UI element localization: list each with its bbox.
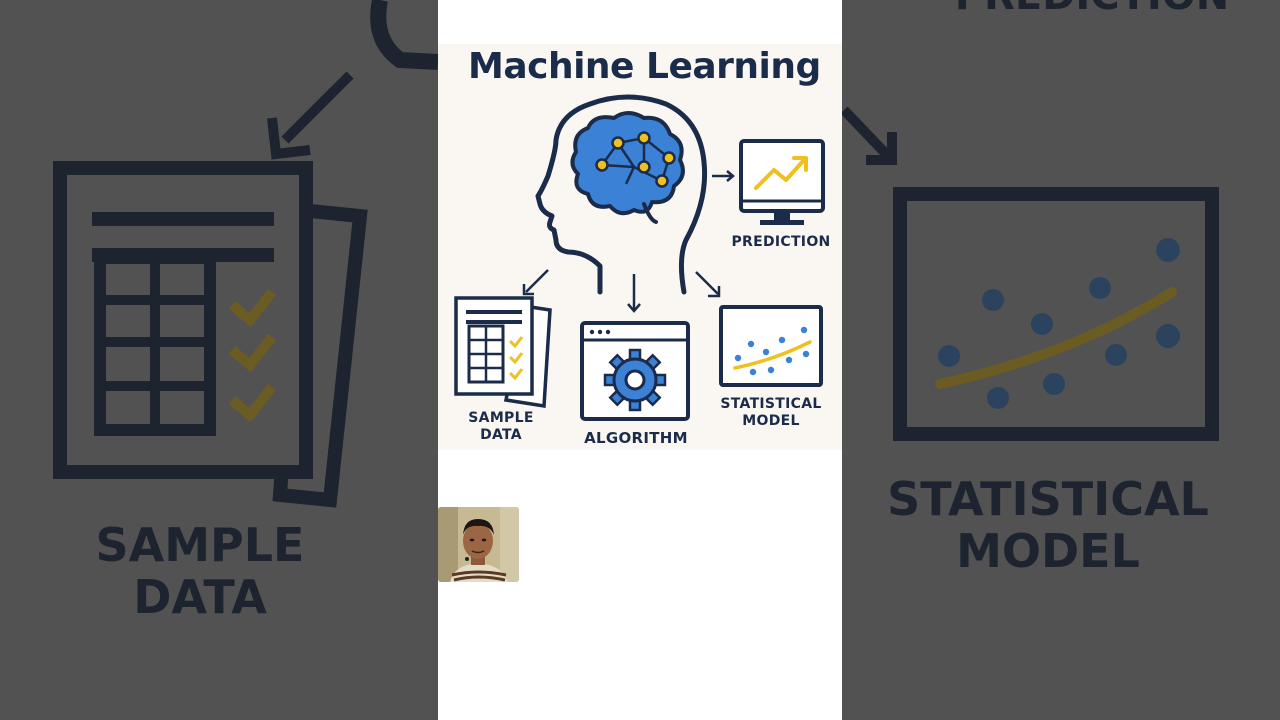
statistical-model-icon-large [842,106,1219,441]
background-right-label: STATISTICAL MODEL [887,472,1209,578]
video-stage[interactable]: Machine Learning [438,0,842,720]
statistical-model-label: STATISTICAL MODEL [720,396,822,429]
presenter-webcam-overlay [438,507,519,582]
background-top-partial-label: PREDICTION [932,0,1252,19]
algorithm-label: ALGORITHM [584,429,688,447]
prediction-label: PREDICTION [731,234,831,250]
prediction-monitor-icon [739,139,825,225]
sample-data-icon [454,296,552,409]
background-right-panel: PREDICTION STATISTICAL MODEL [842,0,1280,720]
background-left-panel: SAMPLE DATA [0,0,438,720]
arrow-to-statistical-model [695,271,719,295]
brain-head-icon [535,94,708,295]
arrow-to-sample-data [525,269,549,293]
ml-diagram [454,94,825,421]
presenter-avatar [438,507,519,582]
infographic-title: Machine Learning [468,46,821,87]
sample-data-label: SAMPLE DATA [468,410,534,443]
background-left-label: SAMPLE DATA [95,518,305,624]
sample-data-icon-large [53,0,438,508]
arrow-to-prediction-head [726,170,735,182]
ml-infographic: Machine Learning [438,44,842,450]
statistical-model-icon [719,305,823,387]
algorithm-gear-icon [580,321,690,421]
